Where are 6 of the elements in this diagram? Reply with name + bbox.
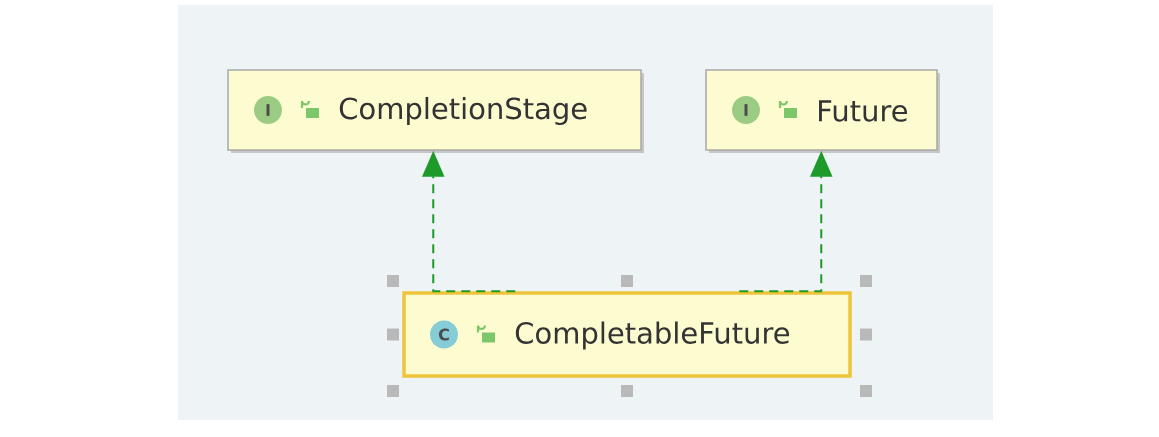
class-name: CompletableFuture — [515, 321, 790, 350]
type-badge: C — [430, 320, 458, 349]
type-badge: I — [254, 96, 282, 124]
class-name: CompletionStage — [339, 96, 587, 126]
type-badge: I — [732, 96, 760, 124]
class-name: Future — [819, 100, 908, 122]
